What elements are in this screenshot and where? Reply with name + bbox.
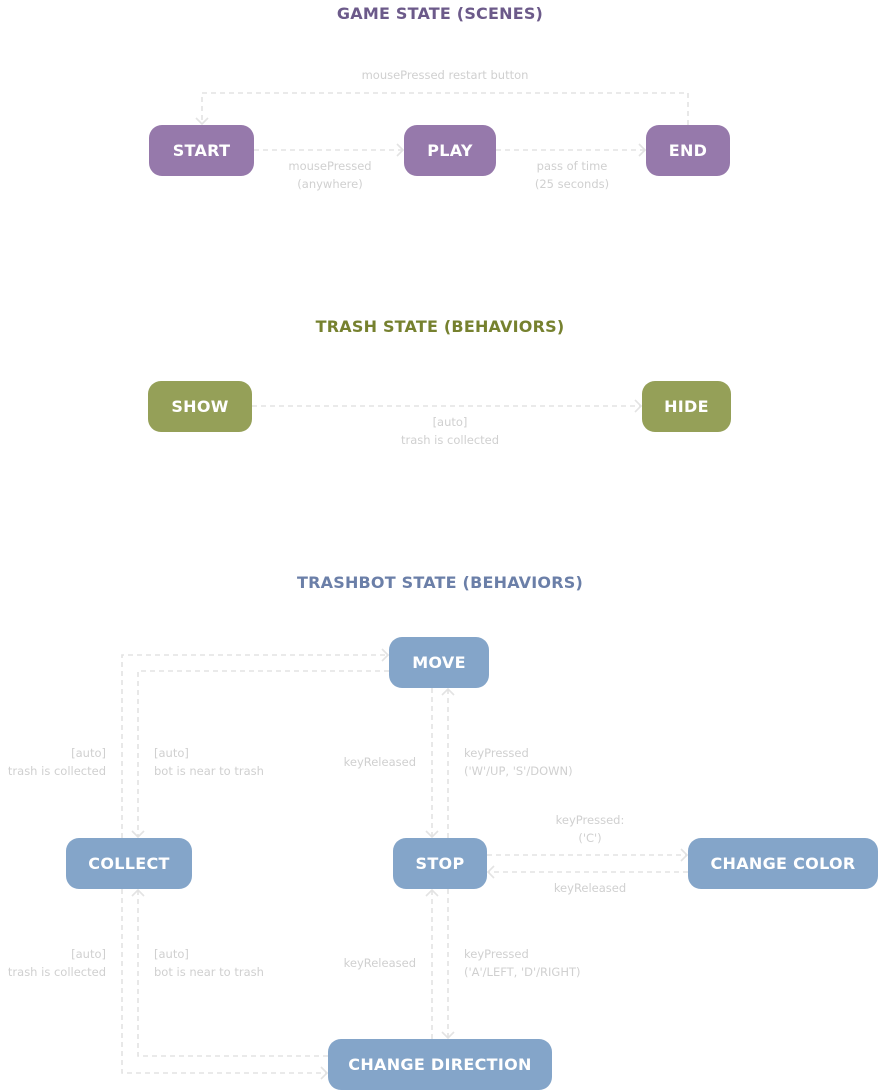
edge-label-direction-stop: keyReleased bbox=[343, 956, 416, 970]
label-line: [auto] bbox=[432, 415, 468, 429]
arrowhead-icon bbox=[131, 830, 145, 839]
edge-label-stop-move: keyPressed ('W'/UP, 'S'/DOWN) bbox=[464, 744, 573, 780]
edge-label-color-stop: keyReleased bbox=[553, 881, 627, 895]
label-line: pass of time bbox=[536, 159, 608, 173]
label-line: bot is near to trash bbox=[154, 764, 264, 778]
node-hide[interactable]: HIDE bbox=[642, 381, 731, 432]
arrowhead-icon bbox=[195, 117, 209, 126]
edge-move-collect bbox=[137, 670, 389, 837]
label-line: [auto] bbox=[154, 746, 189, 760]
edge-label-stop-direction: keyPressed ('A'/LEFT, 'D'/RIGHT) bbox=[464, 945, 580, 981]
node-change-color[interactable]: CHANGE COLOR bbox=[688, 838, 878, 889]
edge-label-direction-collect: [auto] bot is near to trash bbox=[154, 945, 264, 981]
label-line: [auto] bbox=[154, 947, 189, 961]
edge-direction-collect bbox=[137, 890, 328, 1057]
node-end[interactable]: END bbox=[646, 125, 730, 176]
arrowhead-icon bbox=[441, 687, 455, 696]
edge-label-start-play: mousePressed (anywhere) bbox=[260, 157, 400, 193]
edge-end-start bbox=[201, 92, 689, 125]
arrowhead-icon bbox=[680, 848, 689, 862]
node-move[interactable]: MOVE bbox=[389, 637, 489, 688]
label-line: ('A'/LEFT, 'D'/RIGHT) bbox=[464, 965, 581, 979]
label-line: keyPressed: bbox=[555, 813, 625, 827]
label-line: mousePressed bbox=[288, 159, 372, 173]
arrowhead-icon bbox=[320, 1066, 329, 1080]
arrowhead-icon bbox=[381, 648, 390, 662]
label-line: bot is near to trash bbox=[154, 965, 264, 979]
node-collect[interactable]: COLLECT bbox=[66, 838, 192, 889]
arrowhead-icon bbox=[396, 143, 405, 157]
trash-state-title: TRASH STATE (BEHAVIORS) bbox=[315, 317, 565, 336]
label-line: ('C') bbox=[578, 831, 602, 845]
label-line: ('W'/UP, 'S'/DOWN) bbox=[464, 764, 573, 778]
game-state-title: GAME STATE (SCENES) bbox=[336, 4, 544, 23]
node-start[interactable]: START bbox=[149, 125, 254, 176]
edge-label-stop-color: keyPressed: ('C') bbox=[520, 811, 660, 847]
edge-label-collect-direction: [auto] trash is collected bbox=[0, 945, 106, 981]
node-change-direction[interactable]: CHANGE DIRECTION bbox=[328, 1039, 552, 1090]
label-line: trash is collected bbox=[400, 433, 500, 447]
node-play[interactable]: PLAY bbox=[404, 125, 496, 176]
arrowhead-icon bbox=[634, 399, 643, 413]
arrowhead-icon bbox=[638, 143, 647, 157]
node-stop[interactable]: STOP bbox=[393, 838, 487, 889]
label-line: [auto] bbox=[71, 746, 106, 760]
edge-label-move-collect: [auto] bot is near to trash bbox=[154, 744, 264, 780]
trashbot-state-title: TRASHBOT STATE (BEHAVIORS) bbox=[297, 573, 583, 592]
label-line: [auto] bbox=[71, 947, 106, 961]
label-line: (25 seconds) bbox=[534, 177, 610, 191]
arrowhead-icon bbox=[486, 865, 495, 879]
edge-label-show-hide: [auto] trash is collected bbox=[370, 413, 530, 449]
label-line: trash is collected bbox=[7, 764, 106, 778]
node-show[interactable]: SHOW bbox=[148, 381, 252, 432]
arrowhead-icon bbox=[425, 888, 439, 897]
label-line: trash is collected bbox=[7, 965, 106, 979]
edge-label-move-stop: keyReleased bbox=[343, 755, 416, 769]
label-line: (anywhere) bbox=[297, 177, 363, 191]
arrowhead-icon bbox=[131, 888, 145, 897]
edge-label-collect-move: [auto] trash is collected bbox=[0, 744, 106, 780]
edge-collect-direction bbox=[121, 889, 327, 1074]
label-line: keyPressed bbox=[464, 746, 529, 760]
label-line: keyPressed bbox=[464, 947, 529, 961]
arrowhead-icon bbox=[441, 1031, 455, 1040]
edge-label-play-end: pass of time (25 seconds) bbox=[502, 157, 642, 193]
arrowhead-icon bbox=[425, 830, 439, 839]
edge-label-end-start: mousePressed restart button bbox=[361, 68, 529, 82]
edge-collect-move bbox=[121, 654, 388, 838]
